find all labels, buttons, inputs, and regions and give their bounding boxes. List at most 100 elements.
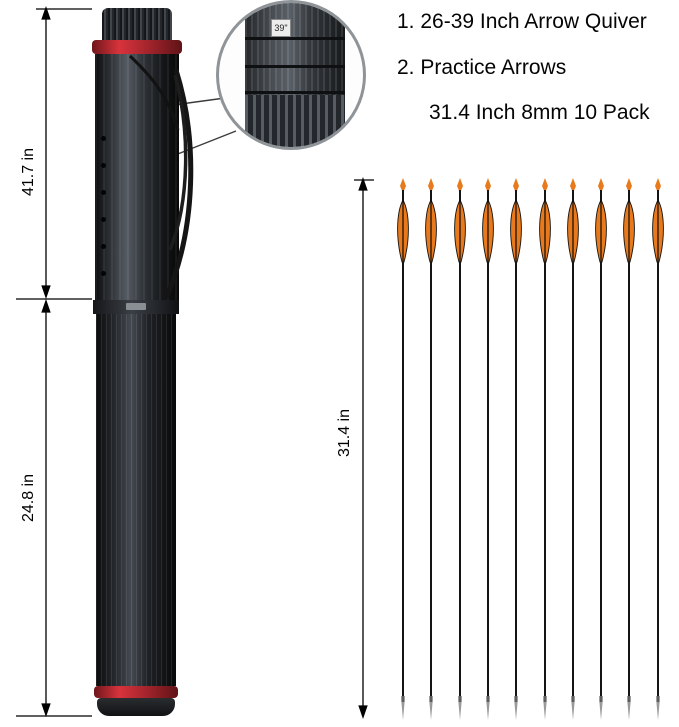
quiver-upper-body [95,54,179,302]
arrow-vane-left [566,199,574,263]
practice-arrow [645,174,671,722]
quiver-adjustment-holes [101,136,106,141]
arrow-nock [626,178,633,193]
quiver-red-ring-bottom [94,686,178,698]
arrow-shaft [543,190,546,702]
cap-ribs [245,95,345,147]
arrow-vane-center [487,200,489,262]
arrow-tip-ferrule [571,696,575,702]
arrow-nock [456,178,463,193]
arrow-shaft [430,190,433,702]
arrow-tip [599,702,603,720]
arrows-group [390,174,679,722]
arrow-vane-left [482,199,489,263]
arrow-tip [571,702,575,720]
arrow-vane-center [572,200,574,262]
arrow-nock [428,178,435,193]
arrow-tip-ferrule [599,696,603,702]
arrow-tip [457,702,462,720]
magnifier-circle: 39" [216,0,366,150]
practice-arrow [447,174,473,722]
description-line-arrow-spec: 31.4 Inch 8mm 10 Pack [429,101,650,124]
dimension-label-arrow-length: 31.4 in [336,408,353,458]
arrow-tip [514,702,518,720]
arrow-tip [542,702,547,720]
arrow-shaft [458,190,461,702]
arrow-vane-left [651,199,659,263]
quiver-red-ring-top [92,40,182,54]
practice-arrow [588,174,614,722]
arrow-vane-right [544,199,551,263]
arrow-shaft [486,190,489,702]
arrow-vane-center [515,200,517,262]
arrow-shaft [515,190,518,702]
arrow-nock [484,178,491,193]
arrow-vane-center [430,200,432,262]
arrow-vane-right [600,199,607,263]
arrow-vane-left [397,199,404,263]
arrow-vane-center [402,200,404,262]
arrow-shaft [656,190,659,702]
arrow-nock [541,178,548,193]
arrow-vane-right [487,199,494,263]
arrow-vane-right [515,199,523,263]
arrow-vane-right [402,199,409,263]
quiver-photo [92,8,182,718]
practice-arrow [503,174,529,722]
arrow-vane-right [430,199,438,263]
arrow-tip-ferrule [429,696,433,702]
practice-arrow [475,174,501,722]
cap-groove [245,65,345,68]
cap-groove [245,37,345,40]
quiver-cap [102,8,172,42]
arrow-tip [627,702,631,720]
arrow-nock [569,178,576,193]
arrow-nock [598,178,605,193]
arrow-tip-ferrule [401,696,405,702]
arrow-vane-center [628,200,630,262]
arrow-vane-left [595,199,602,263]
dimension-label-quiver-collapsed: 24.8 in [20,473,37,523]
arrow-vane-left [425,199,432,263]
arrow-vane-left [623,199,630,263]
cap-groove [245,91,345,94]
dimension-label-quiver-extended: 41.7 in [20,147,37,197]
practice-arrow [418,174,444,722]
arrow-vane-left [538,199,545,263]
arrow-tip [486,702,490,720]
quiver-base-cap [97,698,175,716]
arrow-shaft [628,190,631,702]
dimension-arrow-length [354,177,374,719]
arrow-nock [654,178,661,193]
practice-arrow [560,174,586,722]
arrow-tip [429,702,433,720]
practice-arrow [532,174,558,722]
arrow-vane-left [510,199,517,263]
arrow-tip-ferrule [627,696,631,702]
arrow-nock [513,178,520,193]
arrow-shaft [600,190,603,702]
description-line-quiver: 1. 26-39 Inch Arrow Quiver [397,10,647,33]
cap-sticker: 39" [271,19,291,37]
quiver-collar-label [126,303,146,310]
description-line-arrows: 2. Practice Arrows [397,56,567,79]
arrow-vane-center [600,200,602,262]
arrow-vane-center [543,200,546,262]
quiver-lower-body [96,314,176,686]
arrow-vane-left [453,199,461,263]
arrow-vane-right [572,199,579,263]
arrow-nock [400,178,406,193]
arrow-vane-center [657,200,659,262]
arrow-tip-ferrule [514,696,518,702]
arrow-tip [656,702,660,720]
arrow-tip-ferrule [486,696,490,702]
arrow-tip-ferrule [656,696,660,702]
practice-arrow [390,174,416,722]
arrow-vane-right [657,199,664,263]
arrow-shaft [571,190,574,702]
arrow-tip-ferrule [457,696,462,702]
arrow-vane-right [459,199,466,263]
arrow-vane-right [628,199,636,263]
arrow-tip-ferrule [542,696,547,702]
